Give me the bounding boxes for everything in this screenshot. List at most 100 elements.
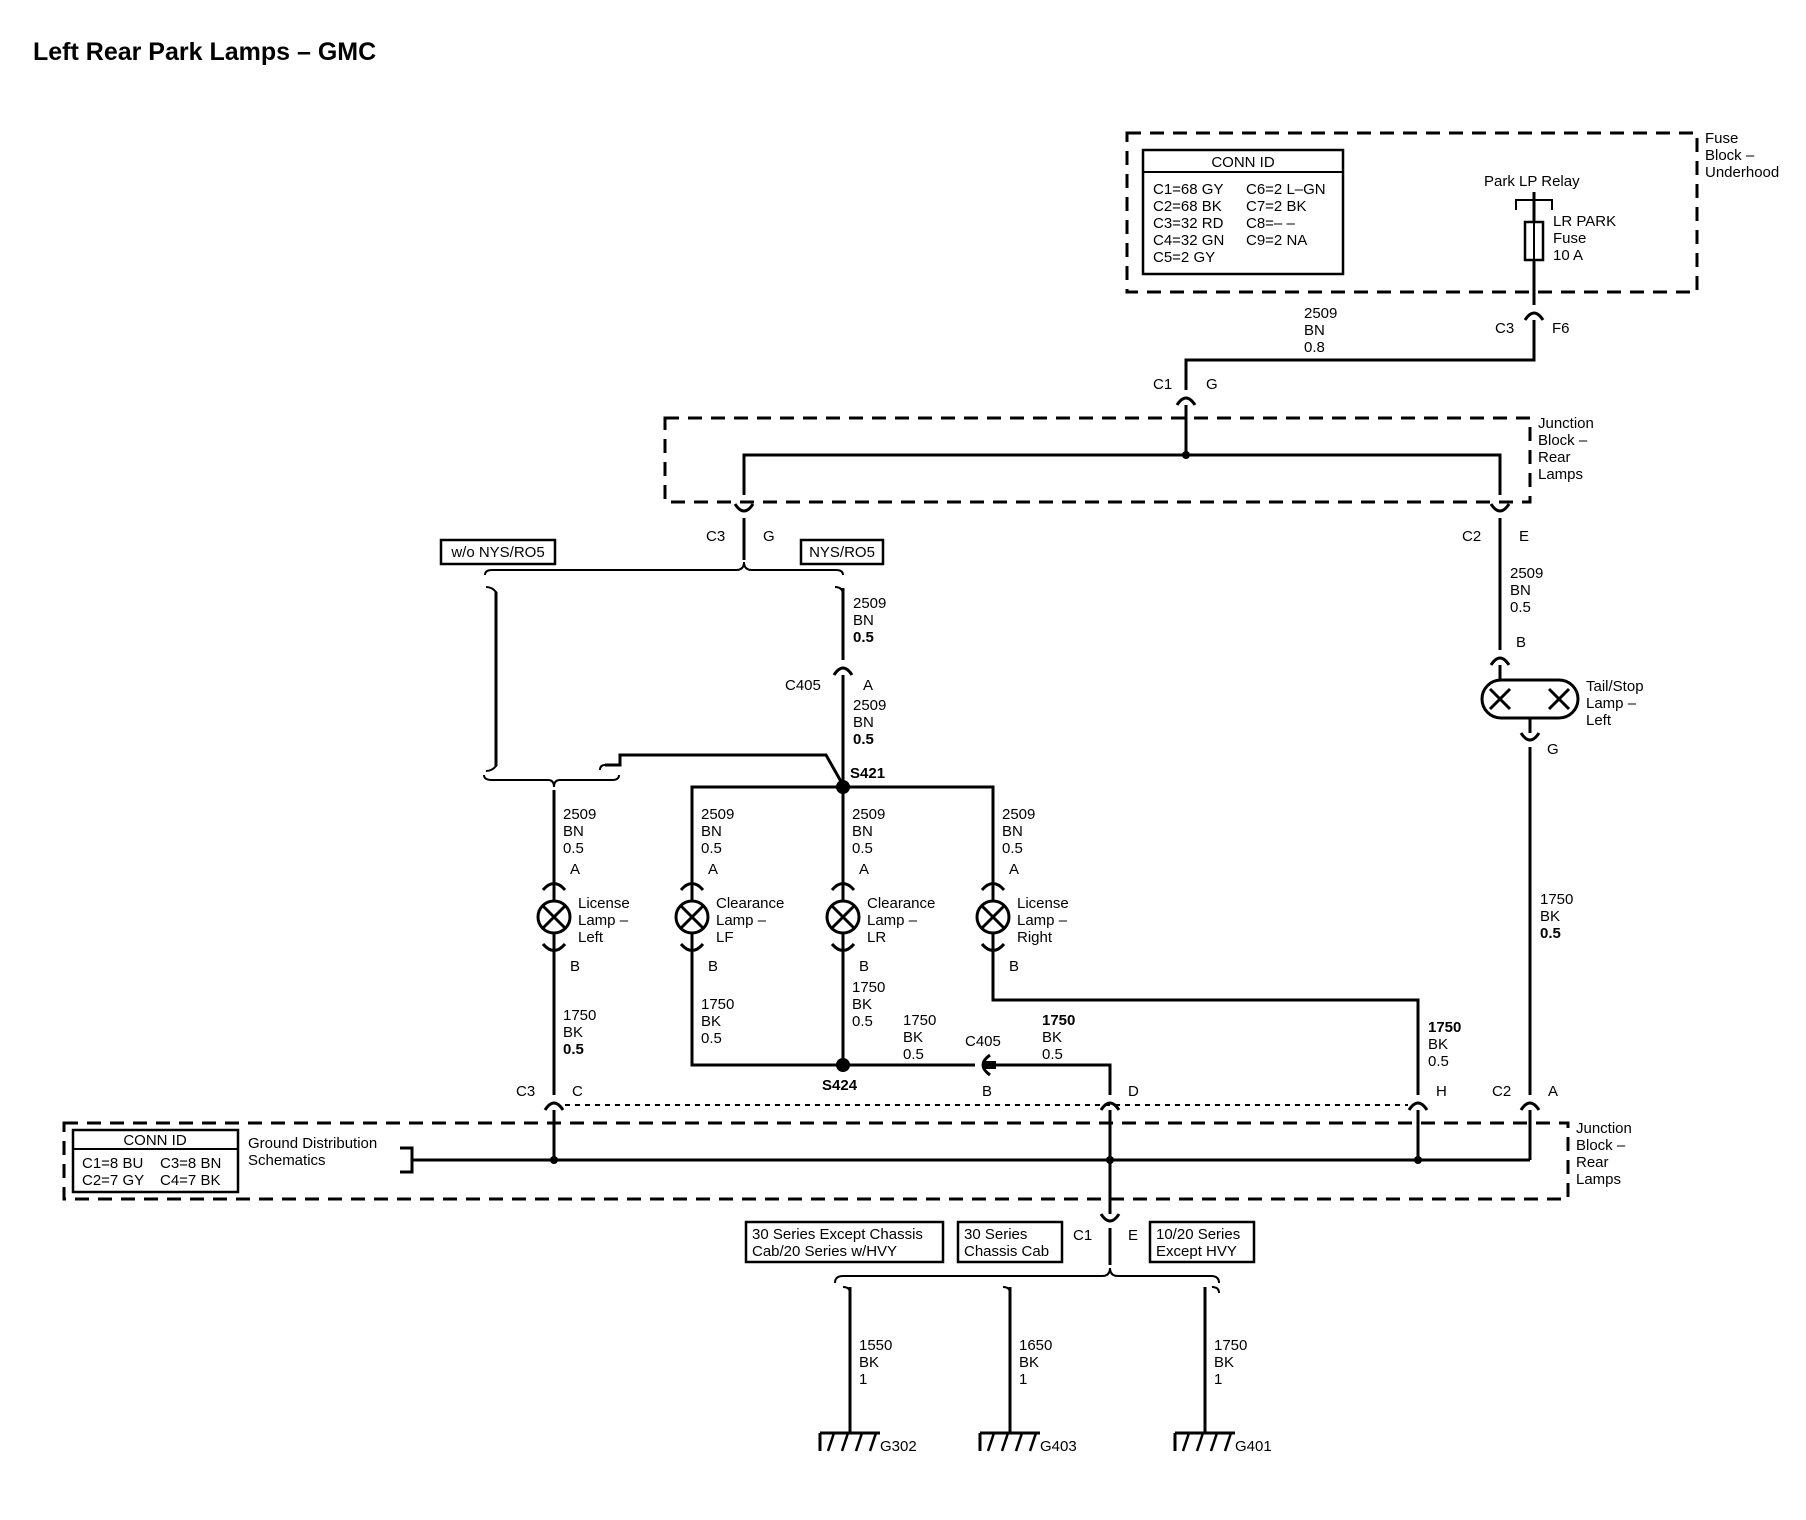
connector-c2-e: [1489, 502, 1511, 513]
pin-label: B: [708, 958, 718, 975]
wire-label: BK: [1019, 1354, 1039, 1371]
lamp-name: Lamp –: [1586, 695, 1637, 712]
ground-ref-label: Ground Distribution: [248, 1135, 377, 1152]
jb-bottom-name-2: Block –: [1576, 1137, 1626, 1154]
park-lp-relay-label: Park LP Relay: [1484, 173, 1580, 190]
splice-label: S424: [822, 1077, 858, 1094]
license-lamp-right-icon: [975, 882, 1011, 952]
conn-id-entry: C5=2 GY: [1153, 249, 1215, 266]
pin-label: D: [1128, 1083, 1139, 1100]
wire-label: BN: [1002, 823, 1023, 840]
ground-label: G403: [1040, 1438, 1077, 1455]
wire-label: BN: [563, 823, 584, 840]
ground-g302-icon: [818, 1431, 882, 1453]
conn-id-entry: C9=2 NA: [1246, 232, 1307, 249]
wire-clearance-lf-gnd: [690, 950, 843, 1067]
wire-label: 0.5: [1428, 1053, 1449, 1070]
wire-label: 1: [1019, 1371, 1027, 1388]
wire-label: 0.5: [852, 840, 873, 857]
wire-label: 2509: [852, 806, 885, 823]
wire-label: 1750: [903, 1012, 936, 1029]
lamp-name: Clearance: [867, 895, 935, 912]
wire-label: 2509: [1304, 305, 1337, 322]
connector-c3-f6: [1523, 311, 1545, 322]
conn-id-entry: C3=8 BN: [160, 1155, 221, 1172]
conn-id-entry: C4=32 GN: [1153, 232, 1224, 249]
pin-label: A: [708, 861, 718, 878]
jb-internal-bus: [742, 453, 1502, 495]
ground-option-label: 10/20 Series: [1156, 1226, 1240, 1243]
lamp-name: LR: [867, 929, 886, 946]
wire-label: 0.5: [563, 840, 584, 857]
conn-id-entry: C1=8 BU: [82, 1155, 143, 1172]
wire-label: 1750: [701, 996, 734, 1013]
connector-h: [1407, 1101, 1429, 1112]
wire-label: 0.5: [1042, 1046, 1063, 1063]
lamp-name: Lamp –: [716, 912, 767, 929]
lamp-name: Lamp –: [578, 912, 629, 929]
tail-lamp-pin-b: [1489, 656, 1511, 667]
connector-label: C2: [1492, 1083, 1511, 1100]
conn-id-entry: C1=68 GY: [1153, 181, 1223, 198]
wire-label: BK: [1214, 1354, 1234, 1371]
jb-top-name-4: Lamps: [1538, 466, 1583, 483]
junction-dot: [1182, 451, 1190, 459]
connector-c2-a: [1519, 1101, 1541, 1112]
pin-label: G: [763, 528, 775, 545]
connector-c405-b: [981, 1053, 996, 1077]
connector-label: C405: [965, 1033, 1001, 1050]
jb-bottom-name-4: Lamps: [1576, 1171, 1621, 1188]
wire-label: BK: [1540, 908, 1560, 925]
splice-label: S421: [850, 765, 885, 782]
lamp-name: Tail/Stop: [1586, 678, 1644, 695]
pin-label: E: [1519, 528, 1529, 545]
connector-label: C3: [516, 1083, 535, 1100]
wire-label: BN: [852, 823, 873, 840]
connector-c1-g: [1175, 396, 1197, 407]
wire-label: 0.8: [1304, 339, 1325, 356]
fuse-block-name-3: Underhood: [1705, 164, 1779, 181]
conn-id-header: CONN ID: [1211, 154, 1275, 171]
conn-id-entry: C3=32 RD: [1153, 215, 1224, 232]
ground-option-label: 30 Series Except Chassis: [752, 1226, 923, 1243]
lamp-name: Lamp –: [867, 912, 918, 929]
ground-option-label: Except HVY: [1156, 1243, 1237, 1260]
connector-label: C3: [1495, 320, 1514, 337]
wire-label: BK: [859, 1354, 879, 1371]
connector-c3-c: [543, 1101, 565, 1112]
wire-2509-bn-08: [1184, 320, 1536, 390]
ground-g401-icon: [1173, 1431, 1237, 1453]
wire-label: BN: [701, 823, 722, 840]
wire-label: 2509: [701, 806, 734, 823]
lamp-name: License: [1017, 895, 1069, 912]
fuse-block-name-2: Block –: [1705, 147, 1755, 164]
fuse-label-2: Fuse: [1553, 230, 1586, 247]
fuse-label-3: 10 A: [1553, 247, 1583, 264]
wire-label: BN: [1304, 322, 1325, 339]
ground-label: G302: [880, 1438, 917, 1455]
connector-c405-a: [832, 666, 854, 677]
conn-id-header: CONN ID: [123, 1132, 187, 1149]
conn-id-entry: C2=7 GY: [82, 1172, 144, 1189]
clearance-lamp-lr-icon: [825, 882, 861, 952]
wire-label: 0.5: [853, 629, 874, 646]
ground-ref-label: Schematics: [248, 1152, 326, 1169]
ground-option-30-series-except: 30 Series Except Chassis Cab/20 Series w…: [744, 1220, 945, 1264]
connector-label: C1: [1073, 1227, 1092, 1244]
lamp-name: License: [578, 895, 630, 912]
connector-label: C3: [706, 528, 725, 545]
ground-ref-bracket: [400, 1146, 414, 1174]
fuse-block-underhood: Fuse Block – Underhood CONN ID C1=68 GY …: [1125, 130, 1779, 294]
wire-s421-to-license-left: [605, 753, 845, 786]
wire-label: 1750: [1428, 1019, 1461, 1036]
ground-option-10-20-series: 10/20 Series Except HVY: [1148, 1220, 1256, 1264]
option-bracket-bottom: [483, 774, 620, 788]
option-label-without: w/o NYS/RO5: [450, 544, 544, 561]
jb-top-name-3: Rear: [1538, 449, 1571, 466]
conn-id-table-fuse-block: CONN ID C1=68 GY C2=68 BK C3=32 RD C4=32…: [1141, 148, 1345, 276]
ground-label: G401: [1235, 1438, 1272, 1455]
wire-label: BK: [903, 1029, 923, 1046]
wire-label: BK: [1042, 1029, 1062, 1046]
pin-label: G: [1206, 376, 1218, 393]
license-lamp-left-icon: [536, 882, 572, 952]
